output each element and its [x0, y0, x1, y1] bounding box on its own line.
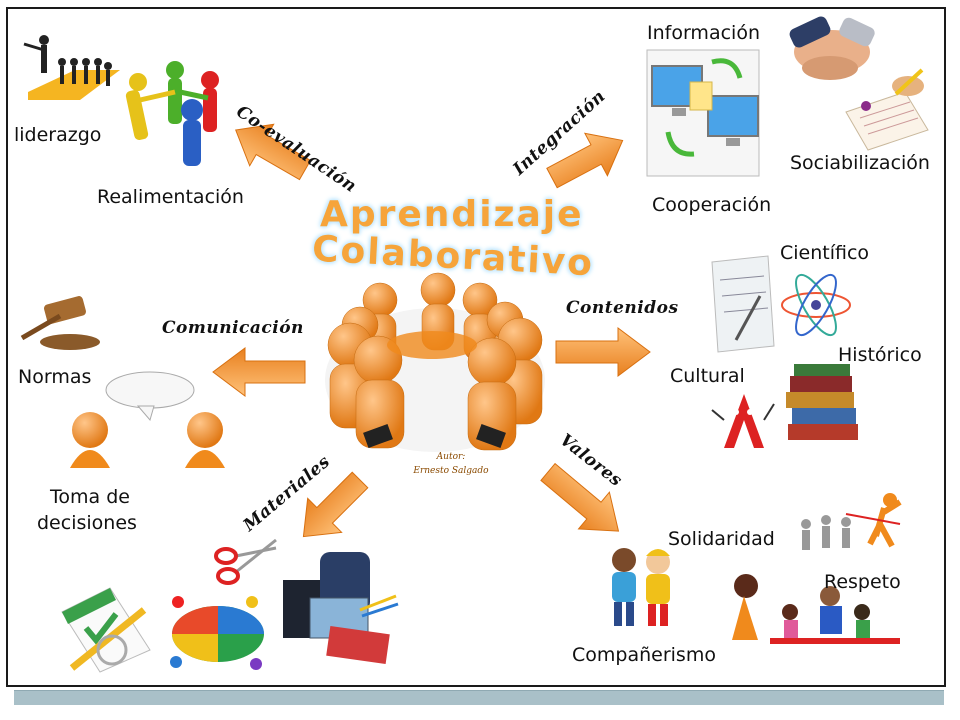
arrow-coevaluacion	[235, 123, 312, 181]
school-supplies-illustration	[283, 552, 399, 665]
scissors-icon	[214, 538, 277, 585]
node-informacion: Información	[647, 22, 760, 44]
edge-label-comunicacion: Comunicación	[162, 318, 304, 338]
finish-line-runners-illustration	[801, 493, 902, 550]
node-cientifico: Científico	[780, 242, 870, 264]
arrow-contenidos	[555, 327, 651, 377]
arrow-valores	[540, 462, 620, 532]
node-toma-de-decisiones-line-2: decisiones	[37, 512, 137, 534]
frame-shadow	[14, 690, 944, 705]
books-stack-illustration	[786, 364, 858, 440]
title-line-1: Aprendizaje	[320, 194, 584, 235]
arrow-comunicacion	[212, 347, 306, 397]
computers-exchange-illustration	[646, 49, 760, 177]
arrow-integracion	[546, 132, 624, 189]
author-name: Ernesto Salgado	[413, 466, 489, 476]
puzzle-team-illustration	[170, 596, 264, 670]
arrow-materiales	[302, 471, 369, 538]
science-notes-illustration	[711, 255, 775, 353]
document-signing-illustration	[845, 68, 929, 151]
letter-a-character-illustration	[711, 394, 775, 448]
feedback-circle-illustration	[125, 61, 219, 166]
children-friends-illustration	[612, 548, 670, 626]
node-toma-de-decisiones-line-1: Toma de	[50, 486, 130, 508]
calendar-illustration	[61, 587, 151, 673]
handshake-illustration	[789, 16, 875, 80]
decision-dialogue-illustration	[70, 371, 225, 468]
node-sociabilizacion: Sociabilización	[790, 152, 930, 174]
node-liderazgo: liderazgo	[14, 124, 102, 146]
node-realimentacion: Realimentación	[97, 186, 244, 208]
node-historico: Histórico	[838, 344, 922, 366]
node-cultural: Cultural	[670, 365, 745, 387]
team-figures-illustration	[325, 272, 545, 452]
atom-icon	[781, 273, 851, 337]
gavel-illustration	[20, 296, 100, 350]
node-normas: Normas	[18, 366, 92, 388]
author-label: Autor:	[436, 452, 466, 462]
node-companerismo: Compañerismo	[572, 644, 716, 666]
edge-label-contenidos: Contenidos	[566, 298, 679, 318]
node-solidaridad: Solidaridad	[668, 528, 775, 550]
leadership-illustration	[23, 35, 120, 100]
node-respeto: Respeto	[824, 571, 901, 593]
node-cooperacion: Cooperación	[652, 194, 772, 216]
family-respect-illustration	[732, 574, 900, 644]
